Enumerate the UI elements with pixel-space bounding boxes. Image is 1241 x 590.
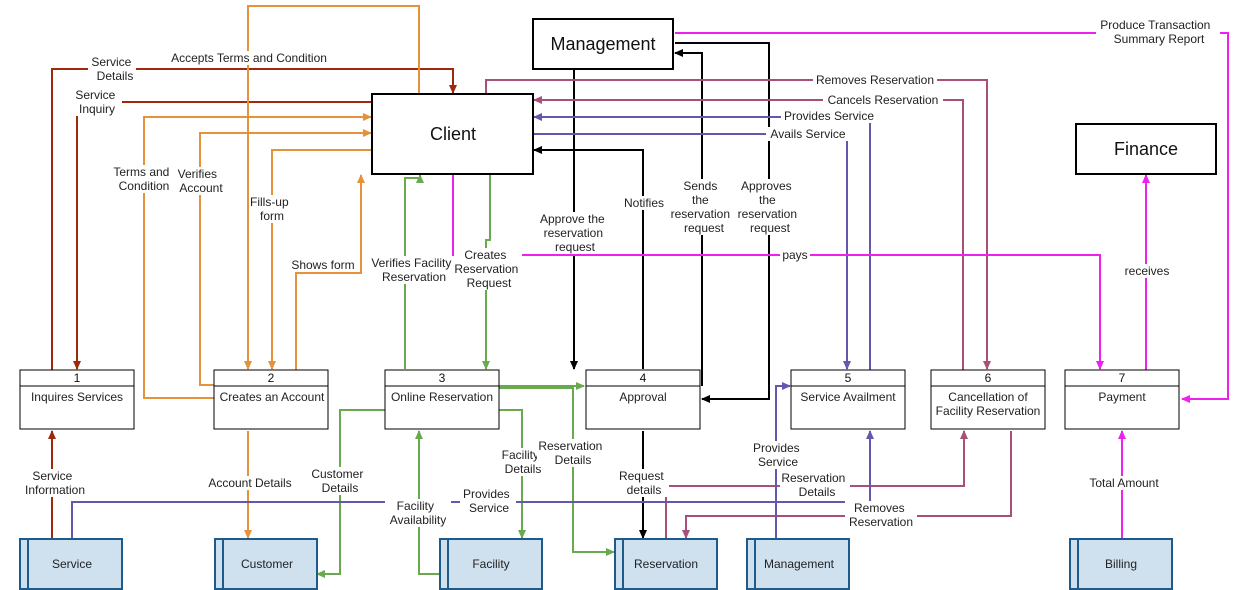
svg-text:Billing: Billing	[1105, 557, 1137, 571]
svg-text:Creates an Account: Creates an Account	[220, 390, 325, 404]
label-cancels-reservation: Cancels Reservation	[828, 93, 939, 107]
svg-text:Finance: Finance	[1114, 139, 1178, 159]
svg-text:Management: Management	[764, 557, 835, 571]
svg-text:Online Reservation: Online Reservation	[391, 390, 493, 404]
label-account-details: Account Details	[208, 476, 291, 490]
flow-facility-details	[499, 409, 526, 539]
svg-text:Facility: Facility	[472, 557, 509, 571]
flow-creates-request	[482, 170, 491, 370]
label-service-inquiry: Service Inquiry	[75, 88, 118, 116]
store-service: Service	[19, 538, 123, 590]
svg-text:Facility Reservation: Facility Reservation	[936, 404, 1041, 418]
flow-produce-report	[675, 32, 1229, 403]
store-billing: Billing	[1069, 538, 1173, 590]
label-notifies: Notifies	[624, 196, 664, 210]
flow-fills-up-form	[268, 149, 372, 370]
svg-text:4: 4	[640, 371, 647, 385]
store-management: Management	[746, 538, 850, 590]
svg-text:2: 2	[268, 371, 275, 385]
process-1: 1 Inquires Services	[19, 369, 135, 430]
label-removes-reservation-bottom: Removes Reservation	[849, 501, 913, 529]
entity-finance: Finance	[1075, 123, 1217, 175]
svg-text:7: 7	[1119, 371, 1126, 385]
entity-client: Client	[371, 93, 534, 175]
flow-facility-availability	[415, 430, 440, 575]
label-receives: receives	[1125, 264, 1170, 278]
process-5: 5 Service Availment	[790, 369, 906, 430]
label-approves-reservation-request: Approves the reservation request	[738, 179, 801, 235]
label-produce-report: Produce Transaction Summary Report	[1100, 18, 1213, 46]
flow-removes-reservation-top	[485, 79, 991, 370]
label-total-amount: Total Amount	[1089, 476, 1159, 490]
label-creates-reservation-request: Creates Reservation Request	[454, 248, 521, 290]
label-sends-reservation-request: Sends the reservation request	[671, 179, 734, 235]
store-customer: Customer	[214, 538, 318, 590]
label-provides-service-top: Provides Service	[784, 109, 874, 123]
label-avails-service: Avails Service	[770, 127, 845, 141]
label-customer-details: Customer Details	[311, 467, 366, 495]
store-facility: Facility	[439, 538, 543, 590]
flow-service-inquiry	[73, 101, 372, 370]
flow-reservation-details-left	[499, 387, 615, 556]
label-fills-up-form: Fills-up form	[250, 195, 292, 223]
label-provides-service-bottom: Provides Service	[463, 487, 513, 515]
flow-pays	[452, 175, 1104, 370]
svg-text:Service: Service	[52, 557, 92, 571]
svg-text:Management: Management	[550, 34, 655, 54]
label-facility-availability: Facility Availability	[390, 499, 446, 527]
flow-provides-service-bottom	[71, 430, 874, 538]
label-facility-details: Facility Details	[502, 448, 543, 476]
svg-text:Approval: Approval	[619, 390, 666, 404]
svg-text:Customer: Customer	[241, 557, 293, 571]
entity-management: Management	[532, 18, 674, 70]
svg-text:Cancellation of: Cancellation of	[948, 390, 1028, 404]
svg-text:Reservation: Reservation	[634, 557, 698, 571]
label-shows-form: Shows form	[291, 258, 354, 272]
flow-verifies-account	[199, 129, 372, 386]
flow-cancels-reservation	[533, 96, 964, 370]
label-service-details: Service Details	[91, 55, 134, 83]
label-service-information: Service Information	[25, 469, 85, 497]
flow-notifies	[533, 146, 644, 369]
svg-text:5: 5	[845, 371, 852, 385]
svg-text:1: 1	[74, 371, 81, 385]
process-3: 3 Online Reservation	[384, 369, 500, 430]
label-terms-and-condition: Terms and Condition	[113, 165, 172, 193]
label-request-details: Request details	[619, 469, 667, 497]
flow-accepts-terms	[244, 5, 420, 370]
label-provides-service-mgmt: Provides Service	[753, 441, 803, 469]
label-reservation-details-left: Reservation Details	[538, 439, 605, 467]
svg-text:Inquires Services: Inquires Services	[31, 390, 123, 404]
flow-sends-request	[674, 49, 703, 386]
svg-text:3: 3	[439, 371, 446, 385]
process-6: 6 Cancellation of Facility Reservation	[930, 369, 1046, 430]
label-pays: pays	[782, 248, 807, 262]
label-verifies-account: Verifies Account	[178, 167, 224, 195]
process-2: 2 Creates an Account	[213, 369, 329, 430]
label-verifies-facility-reservation: Verifies Facility Reservation	[371, 256, 454, 284]
flow-shows-form	[295, 174, 365, 370]
label-accepts-terms: Accepts Terms and Condition	[171, 51, 327, 65]
label-approve-reservation-request: Approve the reservation request	[540, 212, 608, 254]
svg-text:Payment: Payment	[1098, 390, 1146, 404]
svg-text:Service Availment: Service Availment	[800, 390, 896, 404]
flow-terms-condition	[143, 113, 372, 399]
flow-provides-service-mgmt	[775, 382, 791, 538]
process-7: 7 Payment	[1064, 369, 1180, 430]
label-removes-reservation-top: Removes Reservation	[816, 73, 934, 87]
svg-text:Client: Client	[430, 124, 476, 144]
process-4: 4 Approval	[585, 369, 701, 430]
store-reservation: Reservation	[614, 538, 718, 590]
flow-service-details	[51, 68, 457, 370]
label-reservation-details-right: Reservation Details	[781, 471, 848, 499]
svg-text:6: 6	[985, 371, 992, 385]
